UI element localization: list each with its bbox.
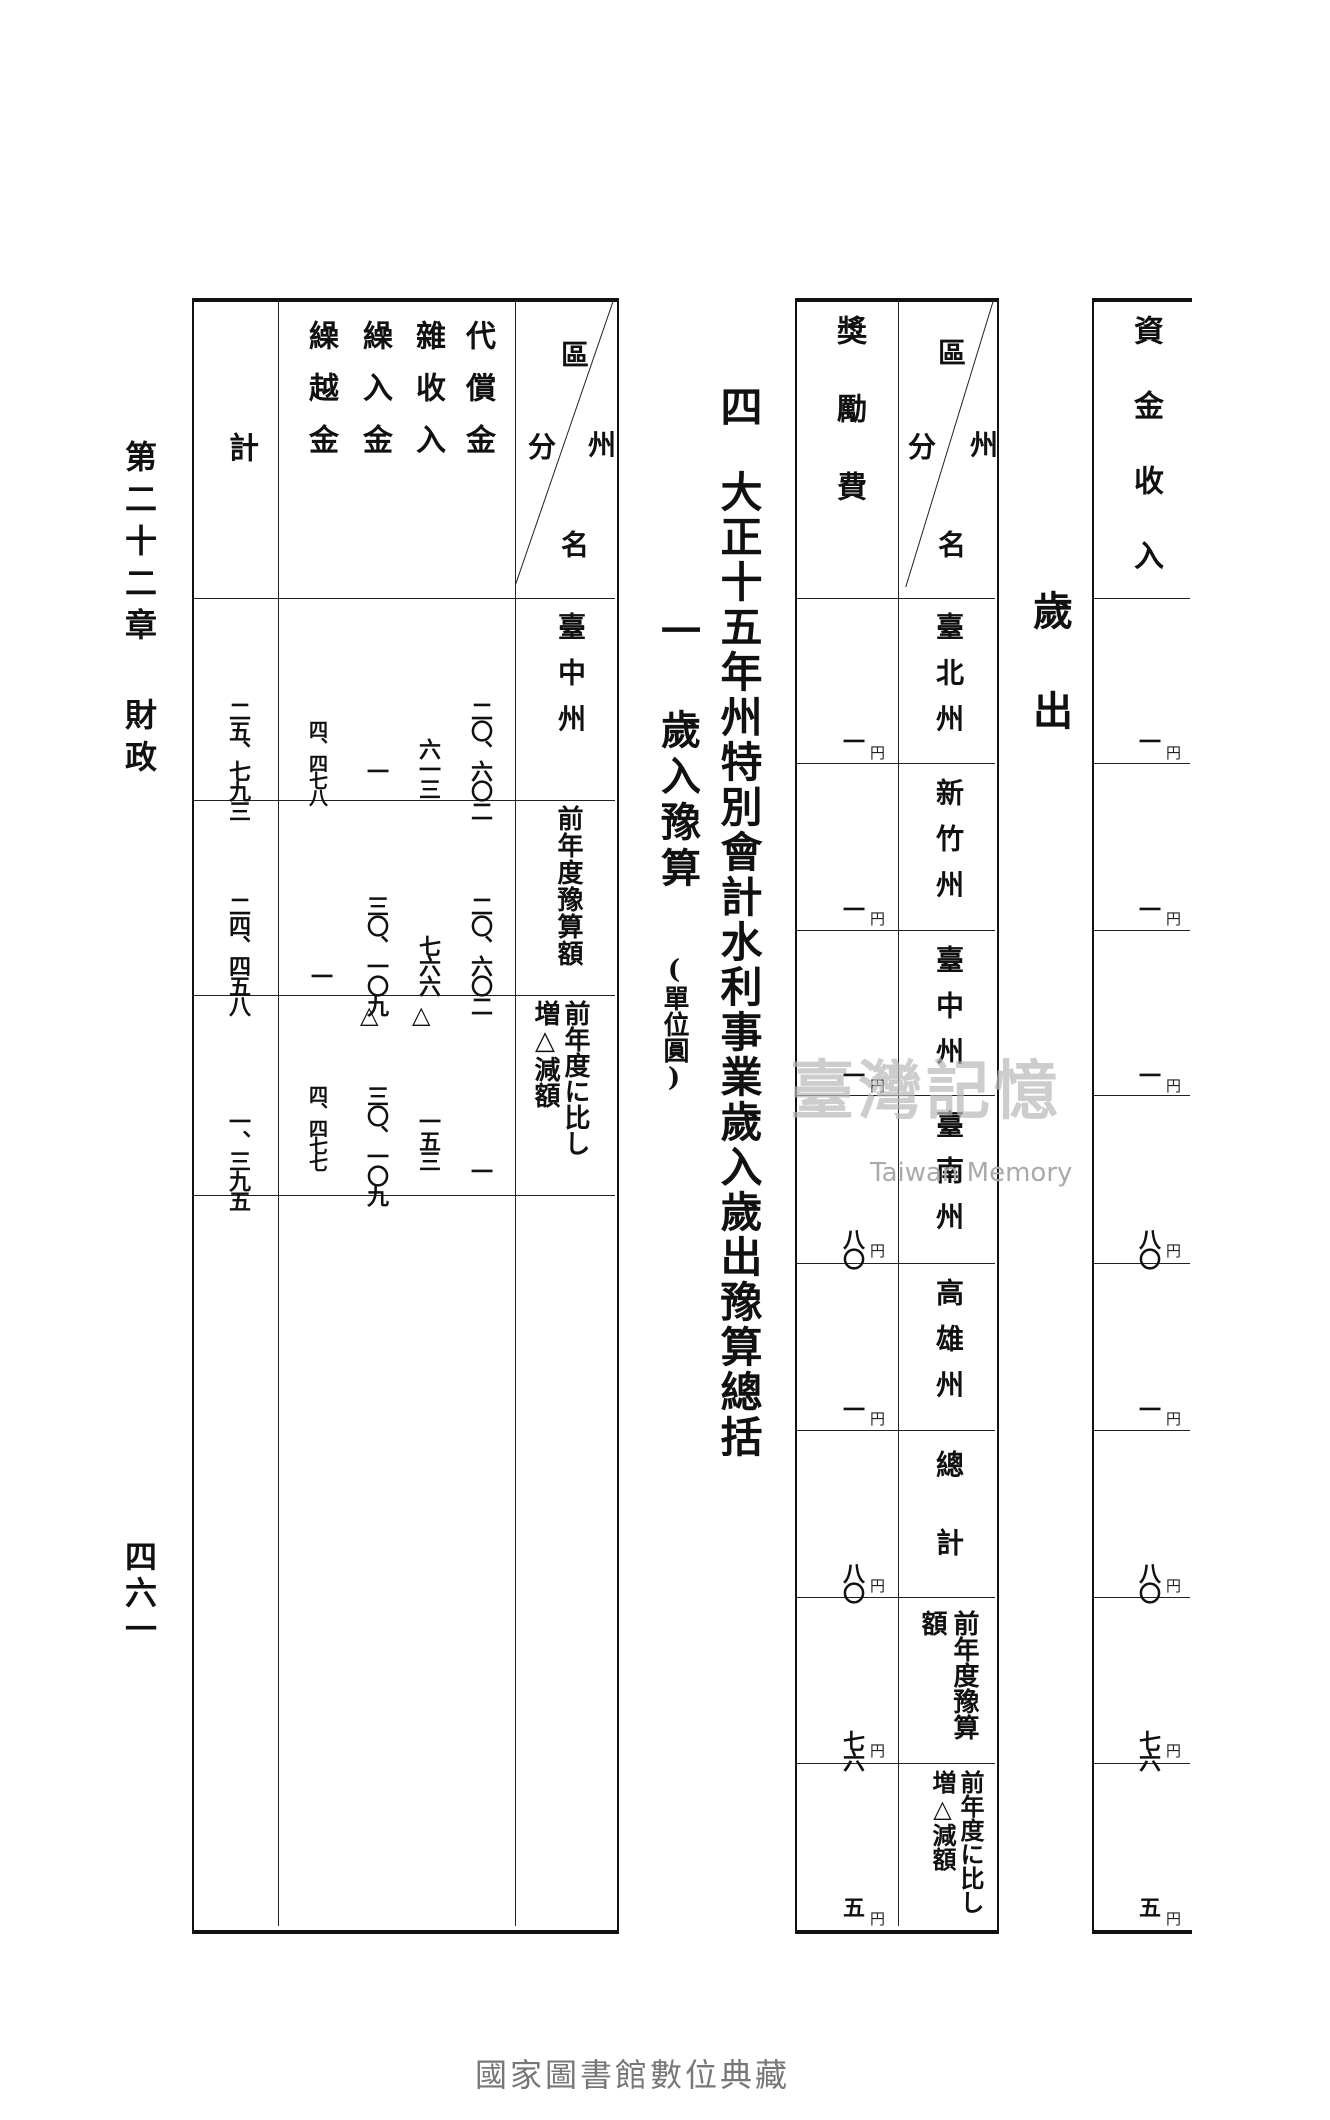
exp-col-header-1: 新竹州	[932, 778, 965, 916]
yen-unit: 円	[1166, 1742, 1182, 1760]
rev-col-header-1: 前年度豫算額	[553, 805, 583, 967]
yen-unit: 円	[870, 744, 886, 762]
exp-value: 一	[839, 1064, 865, 1084]
exp-col-header-7: 前年度に比し増△減額	[928, 1770, 985, 1914]
cap-value: 一	[1135, 1398, 1161, 1418]
exp-value: 一	[839, 730, 865, 750]
watermark-logo: 臺灣記憶	[790, 1054, 1062, 1129]
rev-value: 一	[307, 965, 333, 985]
rev-value: 二四、四五八	[225, 895, 251, 1015]
rev-value: 一	[363, 760, 389, 780]
capital-row-label: 資金收入	[1128, 315, 1163, 615]
yen-unit: 円	[870, 1577, 886, 1595]
rev-col-header-0: 臺中州	[554, 612, 587, 750]
exp-col-header-6: 前年度豫算額	[917, 1610, 979, 1740]
rev-row-label-1: 雜收入	[410, 320, 445, 476]
yen-unit: 円	[870, 1077, 886, 1095]
rev-value: 三〇、一〇九	[363, 895, 389, 1015]
subsection-title: 一 歲入豫算	[654, 610, 701, 893]
rev-value: 一	[467, 1160, 493, 1180]
section-number: 四	[714, 385, 763, 427]
cap-value: 八〇	[1135, 1562, 1161, 1602]
exp-value: 八〇	[839, 1228, 865, 1268]
cap-value: 五	[1135, 1896, 1161, 1916]
rev-col-header-2: 前年度に比し増△減額	[530, 1000, 590, 1156]
watermark-subtext: Taiwan Memory	[870, 1158, 1073, 1188]
rev-value: 二五、七九三	[225, 700, 251, 820]
rev-value: 七六六	[415, 935, 441, 995]
rev-row-label-2: 繰入金	[357, 320, 392, 476]
yen-unit: 円	[870, 1410, 886, 1428]
yen-unit: 円	[870, 910, 886, 928]
cap-value: 一	[1135, 730, 1161, 750]
rev-value: 二〇、六〇二	[467, 700, 493, 820]
rev-value: 四、四七七	[306, 1085, 328, 1170]
rev-row-label-0: 代償金	[460, 320, 495, 476]
yen-unit: 円	[870, 1242, 886, 1260]
expenditure-heading: 歲出	[1026, 590, 1073, 790]
rev-value: 三〇、一〇九	[363, 1085, 389, 1205]
unit-note: (單位圓)	[659, 955, 689, 1093]
exp-value: 一	[839, 898, 865, 918]
rev-corner-name: 名	[557, 530, 590, 558]
exp-value: 五	[839, 1896, 865, 1916]
decrease-mark: △	[360, 1000, 379, 1029]
exp-value: 七六	[839, 1730, 865, 1770]
cap-value: 一	[1135, 898, 1161, 918]
exp-value: 八〇	[839, 1562, 865, 1602]
yen-unit: 円	[1166, 910, 1182, 928]
cap-value: 八〇	[1135, 1228, 1161, 1268]
decrease-mark: △	[412, 1000, 431, 1029]
yen-unit: 円	[1166, 1577, 1182, 1595]
rev-row-label-4: 計	[223, 432, 258, 462]
exp-col-header-2: 臺中州	[932, 945, 965, 1083]
yen-unit: 円	[1166, 1910, 1182, 1928]
yen-unit: 円	[1166, 1242, 1182, 1260]
section-title: 大正十五年州特別會計水利事業歲入歲出豫算總括	[714, 470, 763, 1460]
rev-value: 四、四七八	[306, 720, 328, 805]
yen-unit: 円	[1166, 1077, 1182, 1095]
capital-table	[1092, 298, 1192, 1934]
rev-value: 二〇、六〇二	[467, 895, 493, 1015]
rev-corner-bottom: 分	[524, 432, 557, 460]
footer-credit: 國家圖書館數位典藏	[475, 2056, 791, 2094]
rev-corner-top: 州	[584, 430, 617, 458]
exp-col-header-0: 臺北州	[932, 612, 965, 750]
exp-value: 一	[839, 1398, 865, 1418]
yen-unit: 円	[870, 1742, 886, 1760]
rev-corner-left: 區	[557, 340, 590, 368]
yen-unit: 円	[1166, 1410, 1182, 1428]
cap-value: 一	[1135, 1064, 1161, 1084]
running-head: 第二十二章 財政	[120, 440, 158, 782]
page-number: 四六一	[120, 1540, 158, 1648]
exp-col-header-5: 總計	[932, 1450, 965, 1606]
exp-corner-left: 區	[934, 338, 967, 366]
exp-corner-name: 名	[934, 530, 967, 558]
yen-unit: 円	[870, 1910, 886, 1928]
exp-row-label: 獎勵費	[831, 315, 866, 549]
cap-value: 七六	[1135, 1730, 1161, 1770]
exp-corner-bottom: 分	[904, 432, 937, 460]
rev-value: 一五三	[415, 1110, 441, 1170]
rev-row-label-3: 繰越金	[303, 320, 338, 476]
revenue-table	[192, 298, 619, 1934]
exp-corner-top: 州	[966, 430, 999, 458]
rev-value: 六一三	[415, 738, 441, 798]
exp-col-header-4: 高雄州	[932, 1278, 965, 1416]
rev-value: 一、三九五	[225, 1110, 251, 1210]
yen-unit: 円	[1166, 744, 1182, 762]
expenditure-table	[795, 298, 999, 1934]
exp-col-header-3: 臺南州	[932, 1110, 965, 1248]
